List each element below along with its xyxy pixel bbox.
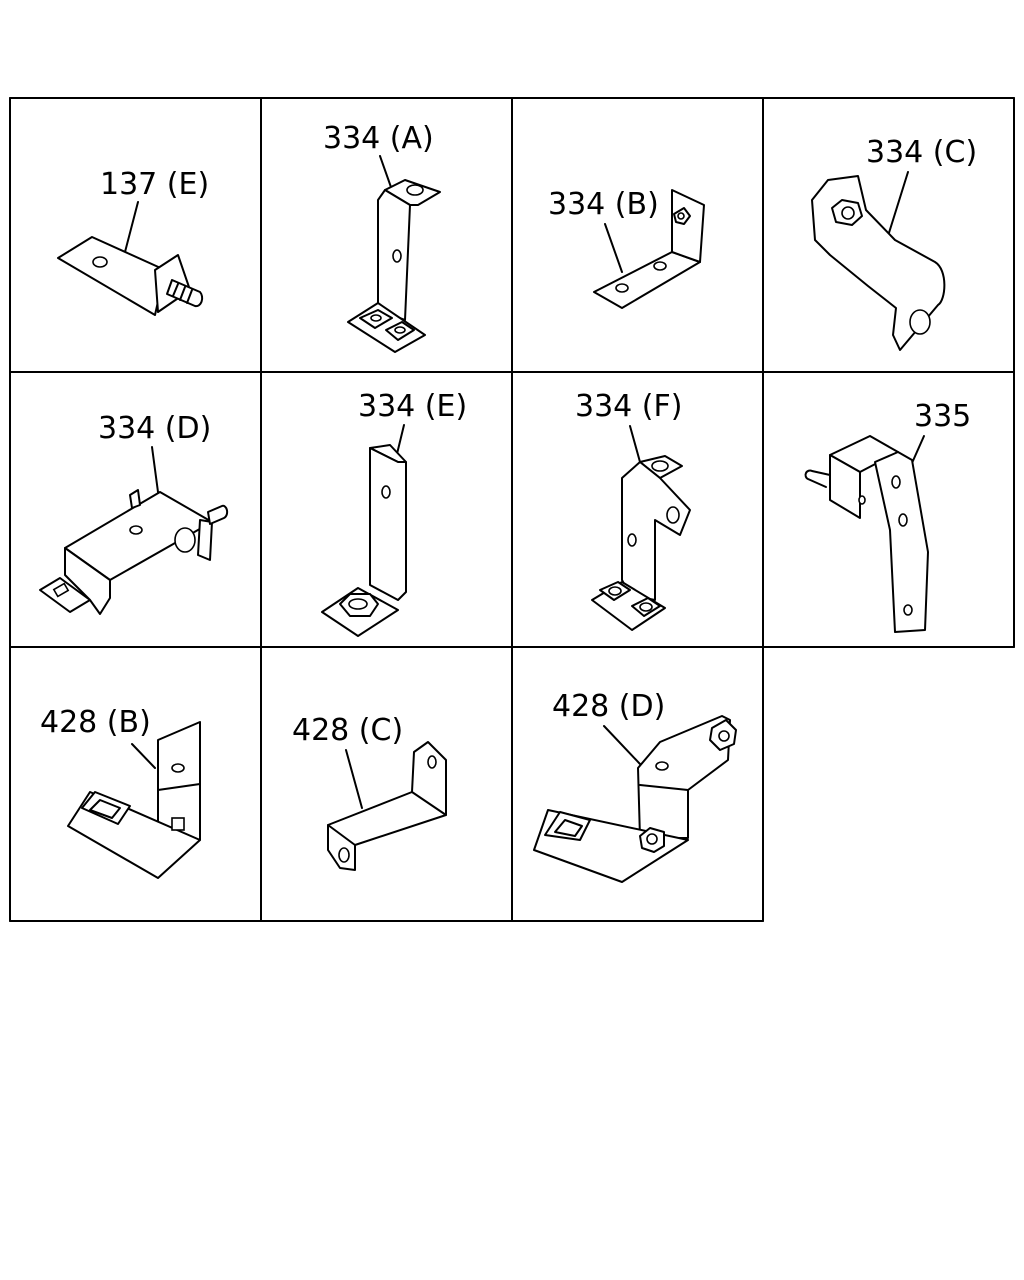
part-label: 334 (F) (575, 389, 682, 424)
bracket-twin-nut-icon (591, 455, 691, 631)
part-label: 428 (C) (292, 713, 403, 748)
part-label: 334 (E) (358, 389, 467, 424)
part-label: 334 (A) (323, 121, 434, 156)
channel-bracket-stud-icon (39, 489, 229, 615)
leader-line (345, 749, 363, 809)
part-label: 334 (B) (548, 187, 659, 222)
part-label: 334 (C) (866, 135, 977, 170)
angle-bracket-clip-icon (67, 721, 201, 879)
leader-line (887, 171, 909, 237)
cell-137-e: 137 (E) (57, 167, 209, 316)
leader-line (629, 425, 641, 463)
offset-bracket-icon (811, 175, 946, 351)
grid-lines (9, 97, 1015, 922)
cell-428-b: 428 (B) (40, 705, 201, 879)
cell-334-c: 334 (C) (811, 135, 977, 351)
cell-428-c: 428 (C) (292, 713, 447, 871)
box-bracket-strap-icon (804, 435, 929, 633)
z-strap-bracket-icon (327, 741, 447, 871)
part-label: 137 (E) (100, 167, 209, 202)
part-label: 428 (D) (552, 689, 665, 724)
z-bracket-twin-nut-icon (347, 179, 441, 353)
cell-334-e: 334 (E) (321, 389, 467, 637)
cell-334-a: 334 (A) (323, 121, 441, 353)
part-label: 334 (D) (98, 411, 211, 446)
cell-334-d: 334 (D) (39, 411, 229, 615)
part-label: 335 (914, 399, 971, 434)
bracket-stud-icon (57, 236, 204, 316)
cell-334-b: 334 (B) (548, 187, 705, 309)
leader-line (124, 201, 139, 253)
leader-line (131, 743, 156, 769)
leader-line (604, 223, 623, 273)
cell-334-f: 334 (F) (575, 389, 691, 631)
cell-335: 335 (804, 399, 971, 633)
cell-428-d: 428 (D) (533, 689, 737, 883)
leader-line (151, 446, 159, 493)
part-label: 428 (B) (40, 705, 151, 740)
l-bracket-nut-icon (593, 189, 705, 309)
leader-line (603, 725, 641, 765)
l-bracket-single-nut-icon (321, 444, 407, 637)
leader-line (379, 155, 393, 191)
angle-bracket-clip-nut-icon (533, 715, 737, 883)
